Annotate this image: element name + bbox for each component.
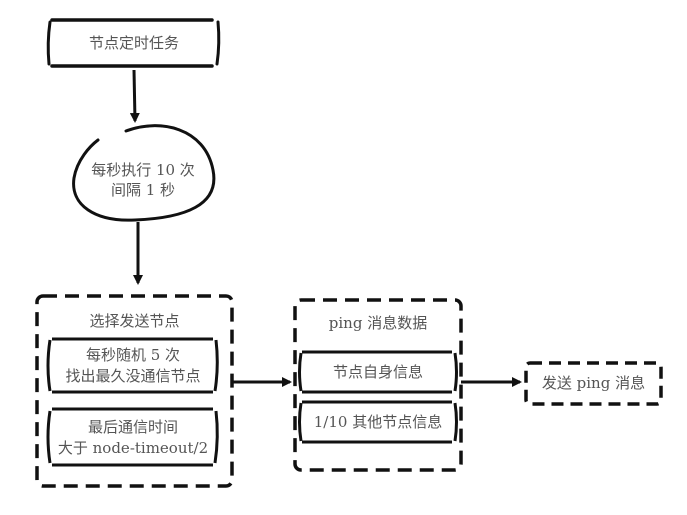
ping-item1-box — [298, 350, 458, 394]
send-ping-frame — [524, 361, 663, 406]
loop-ellipse — [72, 124, 216, 222]
loop-label-line2: 间隔 1 秒 — [110, 181, 176, 199]
select-group-frame — [35, 294, 234, 488]
select-item2-line2: 大于 node-timeout/2 — [57, 439, 209, 457]
ping-group-title: ping 消息数据 — [328, 314, 428, 332]
timer-task-label: 节点定时任务 — [88, 34, 179, 52]
ping-item1-label: 节点自身信息 — [332, 363, 423, 381]
select-item1-line1: 每秒随机 5 次 — [85, 346, 181, 364]
loop-label-line1: 每秒执行 10 次 — [91, 161, 195, 179]
ping-item2-box — [298, 400, 458, 444]
arrow-timer-to-loop — [129, 69, 140, 123]
select-item1-line2: 找出最久没通信节点 — [65, 367, 201, 385]
send-ping-label: 发送 ping 消息 — [541, 374, 646, 392]
select-group-title: 选择发送节点 — [89, 312, 180, 330]
select-item1-box — [46, 337, 219, 394]
select-item2-box — [46, 407, 219, 467]
ping-item2-label: 1/10 其他节点信息 — [313, 413, 443, 431]
timer-task-box — [46, 18, 221, 68]
ping-group-frame — [293, 298, 463, 472]
select-item2-line1: 最后通信时间 — [87, 418, 178, 436]
